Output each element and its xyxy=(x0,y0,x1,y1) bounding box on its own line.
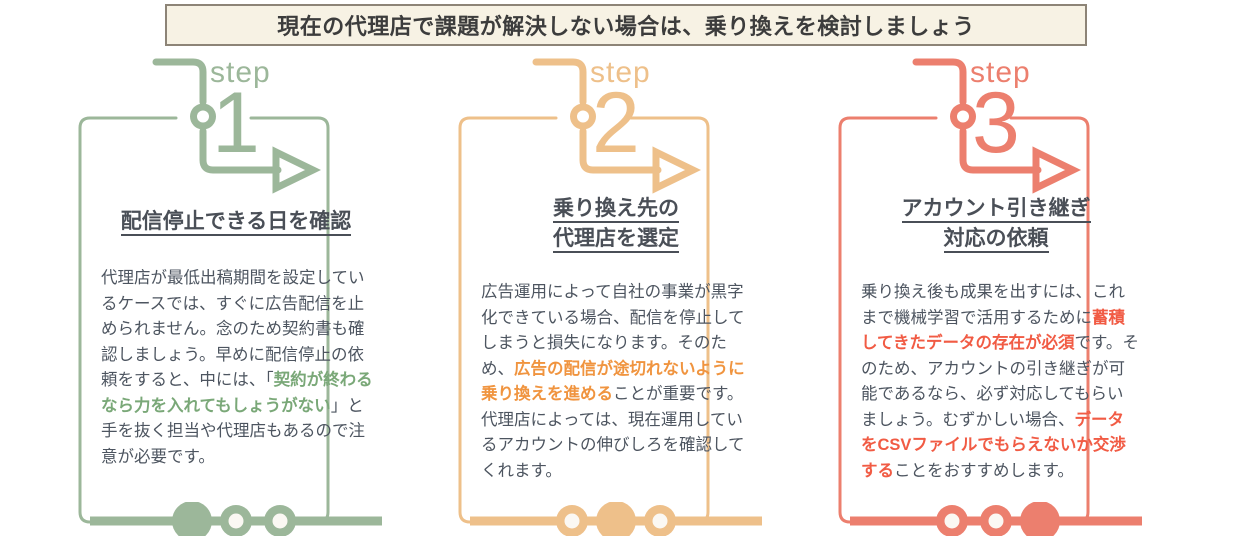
body-text: そのため、 xyxy=(481,334,727,378)
step-label-3: step xyxy=(970,56,1031,89)
card-title-1: 配信停止できる日を確認 xyxy=(76,207,396,237)
card-title-3-line2: 対応の依頼 xyxy=(943,226,1049,253)
step-number-2: 2 xyxy=(592,75,640,171)
body-text: 広告運用によって自社の事業が黒字化できている場合、配信を停止してしまうと損失にな… xyxy=(481,283,745,353)
title-banner-text: 現在の代理店で課題が解決しない場合は、乗り換えを検討しましょう xyxy=(277,14,975,39)
body-text: ことが重要です。 xyxy=(613,385,744,404)
step-card-1: step 1 配信停止できる日を確認 代理店が最低出稿期間を設定しているケースで… xyxy=(76,52,396,546)
body-text: です。そのため、アカウントの引き継ぎが可能であるなら、必ず対応してもらいましょう… xyxy=(861,334,1139,429)
body-text: ことをおすすめします。 xyxy=(894,461,1074,480)
body-text: 早めに配信停止の依頼をすると、中には、「 xyxy=(101,345,365,390)
body-text: 」と手を抜く担当や代理店もあるので注意が必要です。 xyxy=(101,396,365,466)
body-text: 代理店によっては、現在運用しているアカウントの伸びしろを確認してくれます。 xyxy=(481,410,745,480)
progress-dots-3 xyxy=(850,502,1142,536)
step-number-3: 3 xyxy=(972,75,1020,171)
progress-dots-1 xyxy=(90,502,382,536)
body-highlight: 契約が終わるなら力を入れてもしょうがない xyxy=(101,371,373,415)
card-title-2-line1: 乗り換え先の xyxy=(553,197,679,223)
title-banner: 現在の代理店で課題が解決しない場合は、乗り換えを検討しましょう xyxy=(165,4,1087,46)
step-label-1: step xyxy=(210,56,271,89)
body-highlight: データをCSVファイルでもらえないか交渉する xyxy=(861,410,1126,480)
card-title-3-line1: アカウント引き継ぎ xyxy=(901,197,1091,223)
body-highlight: 広告の配信が途切れないように乗り換えを進める xyxy=(481,359,745,404)
step-number-1: 1 xyxy=(212,75,260,171)
body-highlight: 蓄積してきたデータの存在が必須 xyxy=(861,308,1125,353)
card-title-1-line1: 配信停止できる日を確認 xyxy=(120,210,352,236)
body-text: 乗り換え後も成果を出すには、これまで機械学習で活用するために xyxy=(861,283,1125,327)
card-title-3: アカウント引き継ぎ 対応の依頼 xyxy=(836,194,1156,254)
card-title-2: 乗り換え先の 代理店を選定 xyxy=(456,194,776,254)
step-card-3: step 3 アカウント引き継ぎ 対応の依頼 乗り換え後も成果を出すには、これま… xyxy=(836,52,1156,546)
steps-container: step 1 配信停止できる日を確認 代理店が最低出稿期間を設定しているケースで… xyxy=(0,52,1252,546)
card-body-1: 代理店が最低出稿期間を設定しているケースでは、すぐに広告配信を止められません。念… xyxy=(101,266,379,471)
body-text: 代理店が最低出稿期間を設定しているケースでは、すぐに広告配信を止められません。念… xyxy=(101,269,365,364)
card-body-2: 広告運用によって自社の事業が黒字化できている場合、配信を停止してしまうと損失にな… xyxy=(481,280,759,485)
card-title-2-line2: 代理店を選定 xyxy=(553,226,679,253)
step-card-2: step 2 乗り換え先の 代理店を選定 広告運用によって自社の事業が黒字化でき… xyxy=(456,52,776,546)
step-label-2: step xyxy=(590,56,651,89)
card-body-3: 乗り換え後も成果を出すには、これまで機械学習で活用するために蓄積してきたデータの… xyxy=(861,280,1139,485)
body-text: むずかしい場合、 xyxy=(942,410,1075,429)
progress-dots-2 xyxy=(470,502,762,536)
